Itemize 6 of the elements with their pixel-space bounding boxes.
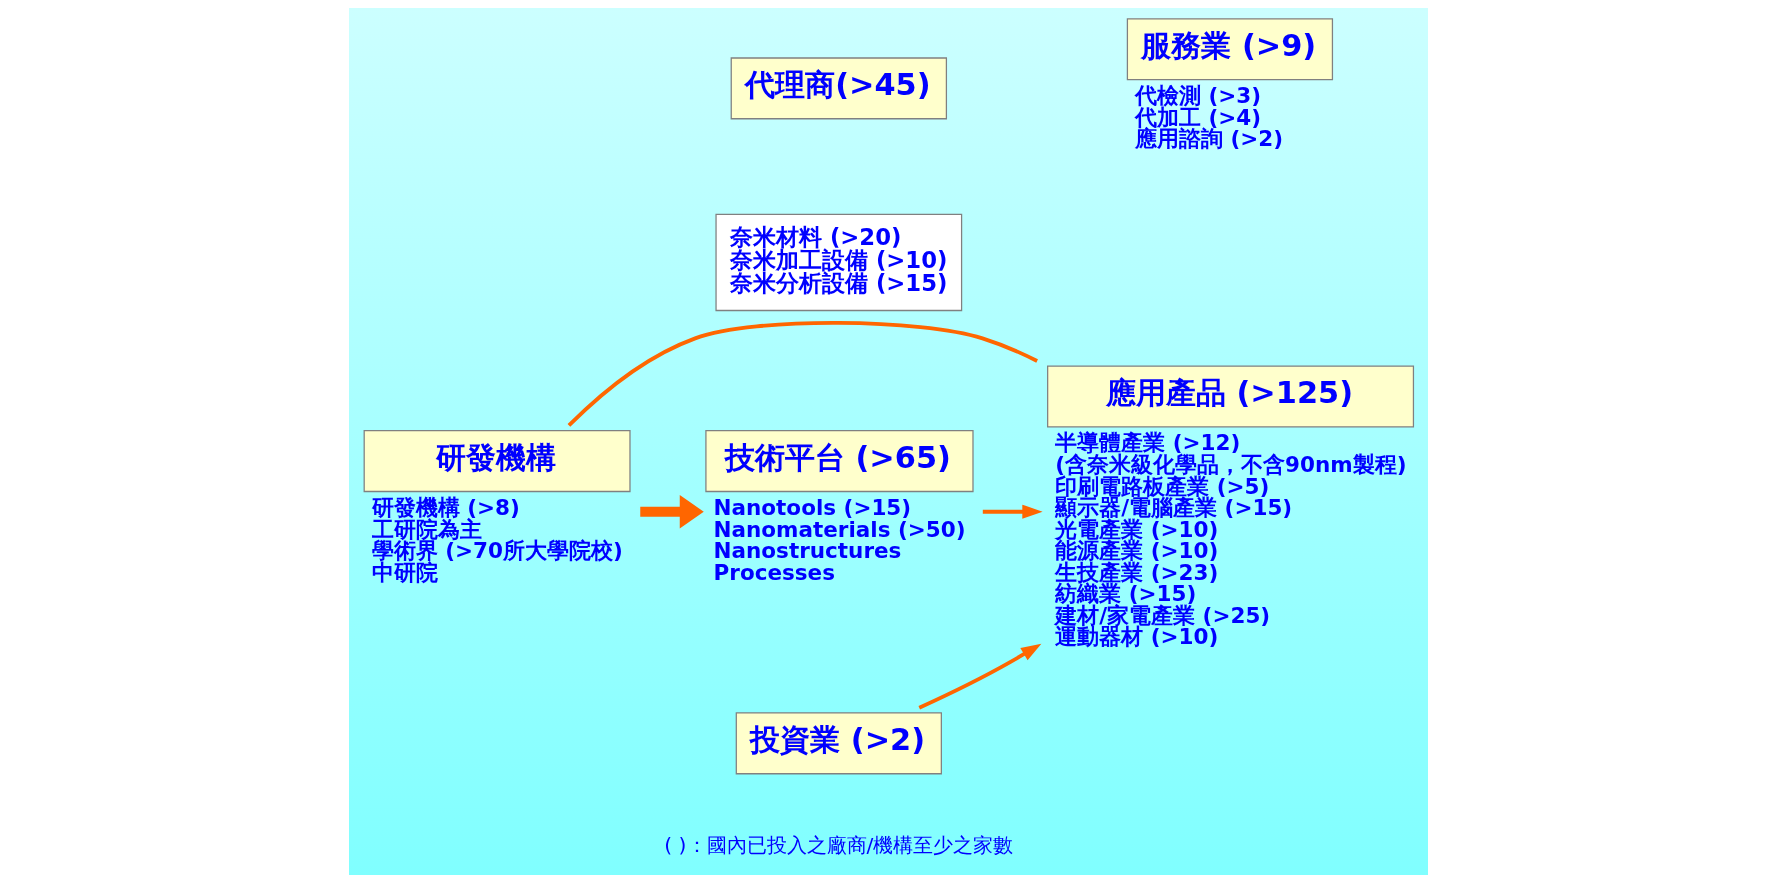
connector — [567, 321, 1038, 427]
arrow — [982, 504, 1043, 519]
label: ( )：國內已投入之廠商/機構至少之家數 — [664, 832, 1014, 857]
arrow — [640, 494, 704, 529]
node-label: Nanotools (>15) — [713, 495, 912, 521]
arrow — [918, 643, 1042, 710]
